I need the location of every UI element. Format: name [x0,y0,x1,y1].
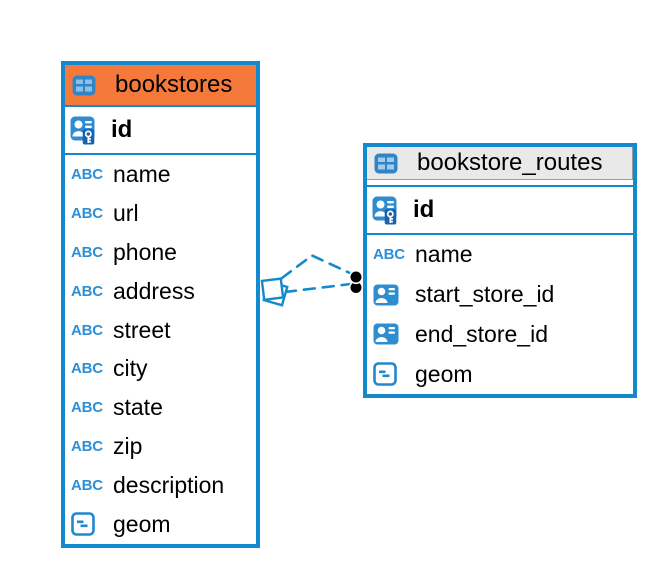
relationship-line-upper[interactable] [280,253,354,280]
primary-key-icon [70,116,103,145]
divider [65,153,256,155]
diamond-marker [260,277,289,307]
column-row[interactable]: ABC zip [65,427,256,466]
column-name: end_store_id [415,320,548,347]
text-type-icon: ABC [71,204,103,222]
table-icon [72,75,105,96]
text-type-icon: ABC [71,360,103,378]
table-title: bookstores [115,71,233,98]
column-name: street [113,316,171,343]
table-header-bookstore-routes[interactable]: bookstore_routes [367,147,633,180]
divider [367,185,633,187]
column-row[interactable]: ABC url [65,194,256,233]
table-bookstore-routes[interactable]: bookstore_routes id ABC na [363,143,637,398]
column-name: start_store_id [415,281,555,308]
reference-type-icon [373,323,406,345]
text-type-icon: ABC [71,321,103,339]
column-name: phone [113,238,177,265]
column-row[interactable]: ABC description [65,466,256,505]
column-row[interactable]: ABC state [65,388,256,427]
column-row[interactable]: ABC name [367,235,633,275]
column-name: zip [113,433,143,460]
column-row-pk[interactable]: id [65,107,256,153]
column-name: name [113,160,171,187]
column-name: name [415,241,473,268]
dot-markers [348,269,364,295]
header-gap [367,180,633,185]
column-row-pk[interactable]: id [367,187,633,233]
geometry-type-icon [71,512,104,537]
text-type-icon: ABC [71,282,103,300]
column-name: address [113,277,195,304]
table-bookstores[interactable]: bookstores id ABC name [61,61,260,548]
column-row[interactable]: geom [65,505,256,544]
column-row[interactable]: ABC phone [65,233,256,272]
primary-key-icon [372,196,405,225]
geometry-type-icon [373,362,406,386]
column-name: geom [415,360,473,387]
divider [65,105,256,107]
column-name: city [113,355,148,382]
column-name: description [113,472,225,499]
reference-type-icon [373,284,406,306]
table-title: bookstore_routes [417,149,603,176]
column-row[interactable]: ABC street [65,311,256,350]
column-row[interactable]: ABC city [65,349,256,388]
column-row[interactable]: ABC name [65,155,256,194]
column-name: state [113,394,163,421]
text-type-icon: ABC [71,165,103,183]
column-name: id [413,196,435,223]
text-type-icon: ABC [71,399,103,417]
relationship-line-lower[interactable] [283,282,353,294]
table-icon [374,153,407,174]
column-name: id [111,116,133,143]
text-type-icon: ABC [71,477,103,495]
column-name: geom [113,510,171,537]
table-header-bookstores[interactable]: bookstores [65,65,256,105]
text-type-icon: ABC [71,438,103,456]
text-type-icon: ABC [71,243,103,261]
column-row[interactable]: geom [367,354,633,394]
column-row[interactable]: ABC address [65,272,256,311]
column-name: url [113,199,139,226]
divider [367,233,633,235]
column-row[interactable]: end_store_id [367,315,633,355]
column-row[interactable]: start_store_id [367,275,633,315]
text-type-icon: ABC [373,246,405,264]
